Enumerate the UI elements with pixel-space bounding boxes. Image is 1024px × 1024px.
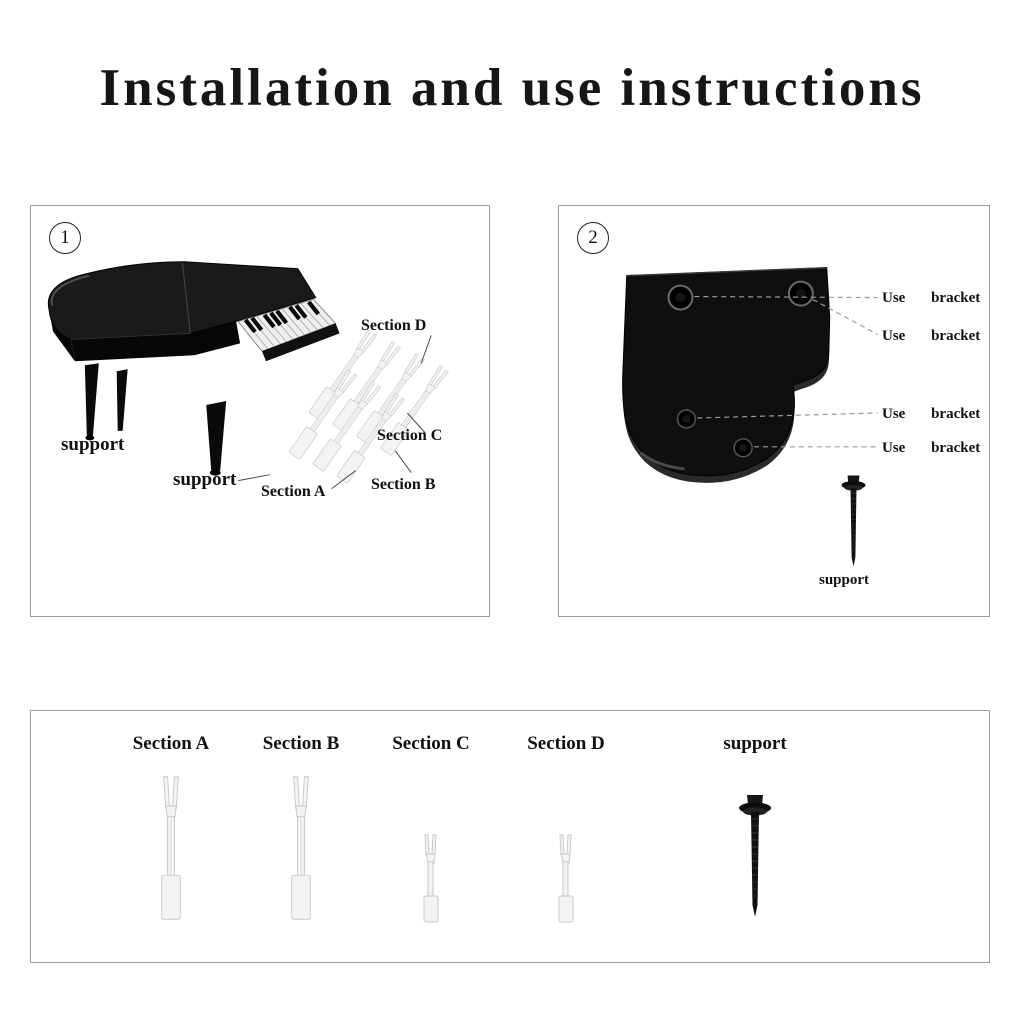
part-figure: [246, 765, 356, 923]
part-item-support: support: [695, 733, 815, 923]
use-bracket-label-3: Use bracket: [882, 406, 981, 422]
support-label-right: support: [173, 469, 237, 490]
use-bracket-label-2: Use bracket: [882, 328, 981, 344]
part-item-section-d: Section D: [511, 733, 621, 923]
part-label: support: [723, 733, 787, 754]
page-title: Installation and use instructions: [99, 59, 925, 117]
step-1-panel: 1: [30, 205, 490, 617]
section-a-label: Section A: [261, 483, 326, 500]
fork-large-icon: [161, 776, 181, 920]
screw-icon: [738, 794, 772, 918]
use-bracket-label-1: Use bracket: [882, 290, 981, 306]
step-2-number: 2: [588, 227, 598, 248]
grand-piano-illustration: [47, 261, 450, 490]
support-screw-icon: [841, 475, 866, 567]
fork-large-icon: [291, 776, 311, 920]
part-label: Section C: [392, 733, 470, 754]
piano-underside-illustration: [622, 266, 878, 483]
section-b-label: Section B: [371, 476, 436, 493]
part-figure: [511, 765, 621, 923]
step-2-panel: 2 Use bracket: [558, 205, 990, 617]
part-label: Section A: [132, 733, 210, 754]
part-figure: [695, 765, 815, 923]
step-1-badge: 1: [49, 222, 81, 254]
part-label: Section B: [262, 733, 340, 754]
part-label: Section D: [527, 733, 605, 754]
step-1-number: 1: [60, 227, 70, 248]
support-label-left: support: [61, 434, 125, 455]
fork-small-icon: [423, 834, 439, 923]
step-2-badge: 2: [577, 222, 609, 254]
section-d-label: Section D: [361, 317, 427, 334]
support-screw-label: support: [819, 572, 870, 588]
part-item-section-a: Section A: [116, 733, 226, 923]
part-item-section-b: Section B: [246, 733, 356, 923]
part-figure: [376, 765, 486, 923]
part-item-section-c: Section C: [376, 733, 486, 923]
fork-small-icon: [558, 834, 574, 923]
part-figure: [116, 765, 226, 923]
use-bracket-label-4: Use bracket: [882, 440, 981, 456]
parts-panel: Section A Section B Section C: [30, 710, 990, 963]
section-c-label: Section C: [377, 427, 443, 444]
